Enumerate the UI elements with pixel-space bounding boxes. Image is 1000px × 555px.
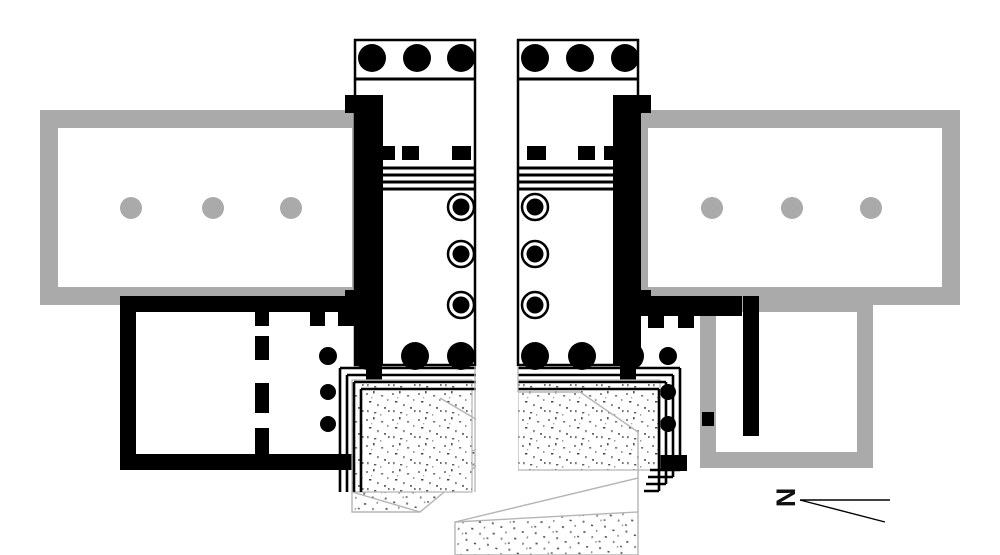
gray-column bbox=[120, 197, 142, 219]
ramp-guide bbox=[454, 477, 639, 523]
side-column bbox=[320, 384, 336, 400]
ramp-guide bbox=[351, 491, 421, 513]
partition-dash bbox=[255, 383, 269, 413]
portico-column bbox=[358, 44, 386, 72]
wall-corner-block bbox=[637, 95, 651, 113]
portico-column bbox=[403, 44, 431, 72]
pilaster bbox=[527, 146, 546, 160]
central-gap bbox=[476, 366, 518, 496]
left-cella-step-band bbox=[380, 166, 476, 191]
wall-pier bbox=[255, 312, 269, 326]
central-right-cella bbox=[516, 38, 677, 432]
stair-frame bbox=[518, 380, 668, 486]
ramp-guide bbox=[579, 391, 639, 433]
front-column-small bbox=[319, 347, 337, 365]
left-cella-ring-columns bbox=[446, 192, 476, 320]
wall-corner-block bbox=[637, 290, 651, 312]
room-right-wall bbox=[743, 296, 759, 436]
stair-frame bbox=[338, 366, 476, 492]
interior-pier bbox=[702, 412, 714, 426]
north-label: N bbox=[770, 487, 801, 508]
gray-column bbox=[701, 197, 723, 219]
partition-dash bbox=[255, 336, 269, 360]
gray-column bbox=[280, 197, 302, 219]
pilaster bbox=[452, 146, 471, 160]
stair-frame bbox=[359, 387, 476, 492]
front-column bbox=[521, 342, 549, 370]
front-column bbox=[568, 342, 596, 370]
gray-column bbox=[860, 197, 882, 219]
lower-right-hall-floor bbox=[716, 312, 857, 452]
left-cella-west-wall bbox=[355, 95, 383, 365]
right-cella-step-band bbox=[517, 166, 616, 191]
stair-frame bbox=[518, 387, 661, 493]
stair-frame bbox=[345, 373, 476, 492]
wall-corner-block bbox=[345, 290, 359, 312]
stair-frame bbox=[518, 373, 675, 479]
compass-arrow-barb bbox=[799, 499, 886, 523]
compass-rose bbox=[799, 499, 890, 523]
front-column-small bbox=[659, 347, 677, 365]
pilaster bbox=[604, 146, 617, 160]
wall-corner-block bbox=[345, 95, 359, 113]
wall-pier bbox=[648, 312, 664, 328]
pilaster bbox=[402, 146, 419, 160]
central-left-cella bbox=[319, 38, 477, 432]
wall-pier bbox=[310, 312, 325, 326]
partition-dash bbox=[255, 428, 269, 456]
portico-column bbox=[611, 44, 639, 72]
stair-frame bbox=[352, 380, 476, 492]
front-column bbox=[354, 342, 382, 370]
pilaster bbox=[578, 146, 595, 160]
right-stair-ramp bbox=[454, 366, 682, 523]
front-column bbox=[401, 342, 429, 370]
front-column bbox=[616, 342, 644, 370]
side-column bbox=[320, 416, 336, 432]
left-ramp-surface bbox=[351, 379, 473, 493]
right-cella-ring-columns bbox=[520, 192, 550, 320]
gray-column bbox=[202, 197, 224, 219]
gray-column bbox=[781, 197, 803, 219]
lower-left-black-room bbox=[120, 296, 382, 470]
wall-pier bbox=[678, 312, 694, 328]
right-cella-east-wall bbox=[613, 95, 641, 365]
front-column bbox=[447, 342, 475, 370]
portico-column bbox=[447, 44, 475, 72]
left-stair-ramp bbox=[338, 366, 511, 513]
portico-column bbox=[566, 44, 594, 72]
lower-stair-ramp bbox=[454, 511, 639, 555]
pilaster bbox=[382, 146, 395, 160]
lower-ramp-surface bbox=[454, 511, 639, 555]
portico-column bbox=[521, 44, 549, 72]
